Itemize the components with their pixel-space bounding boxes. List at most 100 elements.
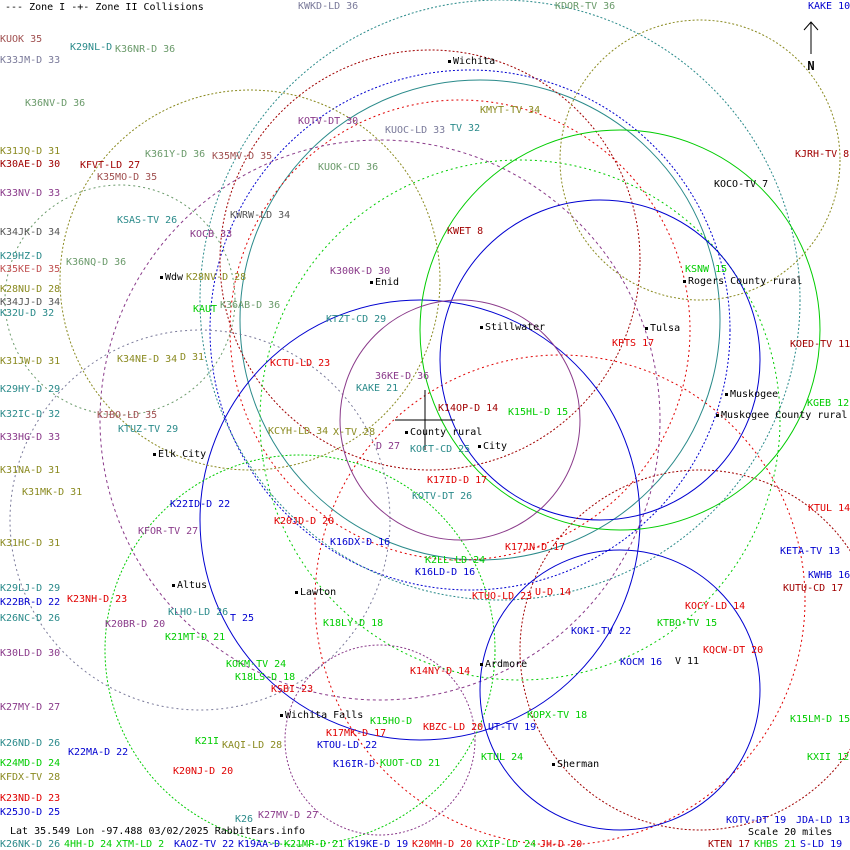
station-label[interactable]: K15HO-D: [370, 716, 413, 727]
station-label[interactable]: K24MD-D 24: [0, 758, 61, 769]
station-label[interactable]: KJBO-LD 35: [97, 410, 158, 421]
station-label[interactable]: K31NA-D 31: [0, 465, 61, 476]
station-label[interactable]: KSBI 23: [271, 684, 314, 695]
station-label[interactable]: K19KE-D 19: [348, 839, 409, 850]
station-label[interactable]: D 31: [180, 352, 205, 363]
station-label[interactable]: KOCB 33: [190, 229, 233, 240]
station-label[interactable]: K36NR-D 36: [115, 44, 176, 55]
station-label[interactable]: KUOT-CD 21: [380, 758, 441, 769]
station-label[interactable]: K361Y-D 36: [145, 149, 206, 160]
station-label[interactable]: KOCM 16: [620, 657, 663, 668]
station-label[interactable]: UT-TV 19: [488, 722, 537, 733]
station-label[interactable]: KTUL 24: [481, 752, 524, 763]
station-label[interactable]: 4HH-D 24: [64, 839, 113, 850]
station-label[interactable]: KGEB 12: [807, 398, 850, 409]
station-label[interactable]: KTZT-CD 29: [326, 314, 387, 325]
station-label[interactable]: K300K-D 30: [330, 266, 391, 277]
station-label[interactable]: KQCW-DT 20: [703, 645, 764, 656]
station-label[interactable]: KETA-TV 13: [780, 546, 841, 557]
station-label[interactable]: K36NV-D 36: [25, 98, 86, 109]
station-label[interactable]: K16LD-D 16: [415, 567, 476, 578]
station-label[interactable]: KOCO-TV 7: [714, 179, 769, 190]
station-label[interactable]: K17MK-D 17: [326, 728, 387, 739]
station-label[interactable]: KOCY-LD 14: [685, 601, 746, 612]
station-label[interactable]: K30LD-D 30: [0, 648, 61, 659]
station-label[interactable]: KFOR-TV 27: [138, 526, 199, 537]
station-label[interactable]: K35MV-D 35: [212, 151, 273, 162]
station-label[interactable]: K16IR-D: [333, 759, 376, 770]
station-label[interactable]: K23NH-D 23: [67, 594, 128, 605]
station-label[interactable]: KOTV-DT 30: [298, 116, 359, 127]
station-label[interactable]: K15HL-D 15: [508, 407, 569, 418]
station-label[interactable]: KXII 12: [807, 752, 850, 763]
station-label[interactable]: K25JO-D 25: [0, 807, 61, 818]
station-label[interactable]: KAKE 21: [356, 383, 399, 394]
station-label[interactable]: K36NQ-D 36: [66, 257, 127, 268]
station-label[interactable]: K14OP-D 14: [438, 403, 499, 414]
station-label[interactable]: KTUL 14: [808, 503, 850, 514]
station-label[interactable]: KAQI-LD 28: [222, 740, 283, 751]
station-label[interactable]: K29HZ-D: [0, 251, 43, 262]
station-label[interactable]: K27MY-D 27: [0, 702, 61, 713]
station-label[interactable]: K31JQ-D 31: [0, 146, 61, 157]
station-label[interactable]: KTUO-LD 23: [472, 591, 533, 602]
station-label[interactable]: KUTU-CD 17: [783, 583, 844, 594]
station-label[interactable]: K22ID-D 22: [170, 499, 231, 510]
station-label[interactable]: K26ND-D 26: [0, 738, 61, 749]
station-label[interactable]: K26NK-D 26: [0, 839, 61, 850]
station-label[interactable]: K26NC-D 26: [0, 613, 61, 624]
station-label[interactable]: K28NU-D 28: [0, 284, 61, 295]
station-label[interactable]: K29NL-D: [70, 42, 113, 53]
station-label[interactable]: K17ID-D 17: [427, 475, 488, 486]
station-label[interactable]: KAKE 10: [808, 1, 850, 12]
station-label[interactable]: K21I: [195, 736, 220, 747]
station-label[interactable]: X-TV 28: [333, 427, 376, 438]
station-label[interactable]: KOCT-CD 25: [410, 444, 471, 455]
station-label[interactable]: K18LY-D 18: [323, 618, 384, 629]
station-label[interactable]: K36AB-D 36: [220, 300, 281, 311]
station-label[interactable]: KSNW 15: [685, 264, 728, 275]
station-label[interactable]: K16DX-D 16: [330, 537, 391, 548]
station-label[interactable]: D 27: [376, 441, 401, 452]
station-label[interactable]: KWET 8: [447, 226, 484, 237]
station-label[interactable]: K20JD-D 20: [274, 516, 335, 527]
station-label[interactable]: KTUZ-TV 29: [118, 424, 179, 435]
station-label[interactable]: JH-D 20: [540, 839, 583, 850]
station-label[interactable]: KHBS 21: [754, 839, 797, 850]
station-label[interactable]: K21MT-D 21: [165, 632, 226, 643]
station-label[interactable]: KFVT-LD 27: [80, 160, 141, 171]
station-label[interactable]: KLHO-LD 26: [168, 607, 229, 618]
station-label[interactable]: KMYT-TV 34: [480, 105, 541, 116]
station-label[interactable]: K22BR-D 22: [0, 597, 61, 608]
station-label[interactable]: K22MA-D 22: [68, 747, 129, 758]
station-label[interactable]: K26: [235, 814, 254, 825]
station-label[interactable]: K31HC-D 31: [0, 538, 61, 549]
station-label[interactable]: KDOR-TV 36: [555, 1, 616, 12]
station-label[interactable]: KXIP-LD 24: [476, 839, 537, 850]
station-label[interactable]: K34NE-D 34: [117, 354, 178, 365]
station-label[interactable]: K15LM-D 15: [790, 714, 850, 725]
station-label[interactable]: V 11: [675, 656, 700, 667]
station-label[interactable]: KOKI-TV 22: [571, 626, 632, 637]
station-label[interactable]: K20BR-D 20: [105, 619, 166, 630]
station-label[interactable]: T 25: [230, 613, 255, 624]
station-label[interactable]: K27MV-D 27: [258, 810, 319, 821]
station-label[interactable]: KOTV-DT 26: [412, 491, 473, 502]
station-label[interactable]: K33HG-D 33: [0, 432, 61, 443]
station-label[interactable]: K33NV-D 33: [0, 188, 61, 199]
station-label[interactable]: KBZC-LD 20: [423, 722, 484, 733]
station-label[interactable]: KUOK 35: [0, 34, 43, 45]
station-label[interactable]: KJRH-TV 8: [795, 149, 850, 160]
station-label[interactable]: K19AA-D: [238, 839, 281, 850]
station-label[interactable]: KSAS-TV 26: [117, 215, 178, 226]
station-label[interactable]: KAUT: [193, 304, 218, 315]
station-label[interactable]: KOKM-TV 24: [226, 659, 287, 670]
station-label[interactable]: KPTS 17: [612, 338, 655, 349]
station-label[interactable]: K29LJ-D 29: [0, 583, 61, 594]
station-label[interactable]: K28NV-D 28: [186, 272, 247, 283]
station-label[interactable]: K30AE-D 30: [0, 159, 61, 170]
station-label[interactable]: TV 32: [450, 123, 481, 134]
station-label[interactable]: K31MK-D 31: [22, 487, 83, 498]
station-label[interactable]: K29HY-D 29: [0, 384, 61, 395]
